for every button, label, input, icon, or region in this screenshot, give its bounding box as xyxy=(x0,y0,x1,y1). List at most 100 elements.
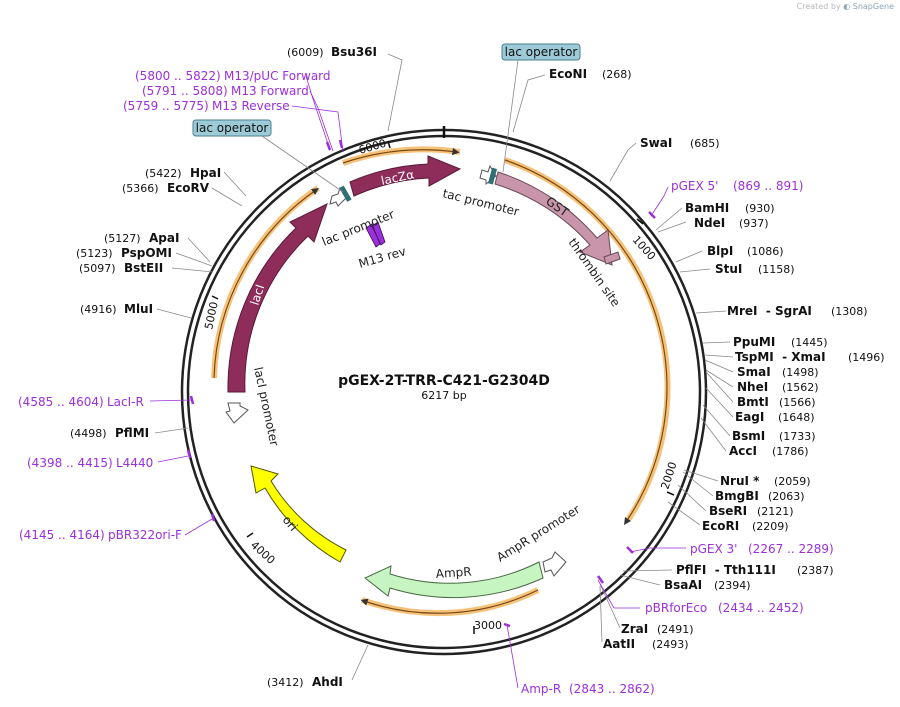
site-pos-hpai: (5422) xyxy=(145,167,182,180)
feature-label-ampr: AmpR xyxy=(435,565,472,581)
site-name-hpai: HpaI xyxy=(190,166,221,180)
site-name-nrui: NruI * xyxy=(720,474,760,488)
primer-range-l4440: (4398 .. 4415) xyxy=(27,456,113,470)
site-pos-bsmi: (1733) xyxy=(779,430,816,443)
site-name-bsaai: BsaAI xyxy=(664,578,702,592)
primer-name-pbr322ori-f: pBR322ori-F xyxy=(108,528,182,542)
orf-arc-ampr-line xyxy=(360,589,539,614)
primer-range-m13-forward: (5791 .. 5808) xyxy=(142,84,228,98)
site-name-ppumi: PpuMI xyxy=(733,335,775,349)
plasmid-name: pGEX-2T-TRR-C421-G2304D xyxy=(338,373,550,389)
feature-m13rev-icon xyxy=(365,221,386,248)
primer-range-amp-r: (2843 .. 2862) xyxy=(569,682,655,696)
primer-name-laci-r: LacI-R xyxy=(107,395,144,409)
feature-label-laci: lacI xyxy=(248,283,268,307)
site-pos-nhei: (1562) xyxy=(782,381,819,394)
primer-name-pbrforeco: pBRforEco xyxy=(645,601,707,615)
site-name-mlui: MluI xyxy=(124,302,153,316)
credit-brand: SnapGene xyxy=(852,2,894,11)
feature-laci-promoter-arrow xyxy=(225,402,249,424)
site-name-econi: EcoNI xyxy=(549,67,587,81)
site-name-bsu36i: Bsu36I xyxy=(331,45,377,59)
site-pos-stui: (1158) xyxy=(758,263,795,276)
site-name-eagi: EagI xyxy=(735,410,764,424)
feature-ori-arrow xyxy=(250,465,347,563)
primer-range-pbrforeco: (2434 .. 2452) xyxy=(718,601,804,615)
primer-leaders xyxy=(149,75,686,689)
site-pos-eagi: (1648) xyxy=(778,411,815,424)
snapgene-credit: Created by ◐ SnapGene xyxy=(797,2,894,11)
site-name-smai: SmaI xyxy=(737,365,771,379)
tick-label-2000: 2000 xyxy=(658,460,679,491)
site-pos-pflfi-tth111i: (2387) xyxy=(797,564,834,577)
position-ticks xyxy=(211,140,675,634)
site-pos-bmti: (1566) xyxy=(779,396,816,409)
site-pos-swai: (685) xyxy=(690,137,720,150)
tick-label-1000: 1000 xyxy=(630,233,658,263)
primer-name-pgex5: pGEX 5' xyxy=(671,179,718,193)
site-name-swai: SwaI xyxy=(640,136,672,150)
primer-name-m13-forward: M13 Forward xyxy=(231,84,309,98)
feature-gst-arrow xyxy=(494,171,613,266)
site-leaders xyxy=(154,53,734,681)
site-name-ahdi: AhdI xyxy=(312,675,343,689)
site-name-aatii: AatII xyxy=(603,637,635,651)
primer-range-m13-reverse: (5759 .. 5775) xyxy=(123,99,209,113)
feature-label-tac-promoter: tac promoter xyxy=(441,186,520,219)
primer-markers xyxy=(186,139,656,628)
feature-label-lacza: lacZα xyxy=(380,167,416,188)
feature-ampr-arrow xyxy=(364,561,544,599)
site-name-pflfi-tth111i: PflFI - Tth111I xyxy=(676,563,776,577)
site-name-bmgbi: BmgBI xyxy=(715,489,759,503)
site-pos-ppumi: (1445) xyxy=(791,336,828,349)
site-name-acci: AccI xyxy=(729,444,757,458)
site-pos-pflmi: (4498) xyxy=(70,427,107,440)
tick-label-5000: 5000 xyxy=(202,301,221,331)
callout-label-left: lac operator xyxy=(196,121,269,135)
feature-label-laci-promoter: lacI promoter xyxy=(251,366,281,448)
site-name-bsmi: BsmI xyxy=(732,429,765,443)
site-pos-smai: (1498) xyxy=(782,366,819,379)
feature-label-ampr-promoter: AmpR promoter xyxy=(494,502,582,564)
site-pos-zrai: (2491) xyxy=(657,623,694,636)
site-name-ecori: EcoRI xyxy=(702,519,739,533)
callout-label-right: lac operator xyxy=(505,45,578,59)
site-pos-bsaai: (2394) xyxy=(714,579,751,592)
orf-arc-gst-line xyxy=(504,159,668,525)
primer-name-pgex3: pGEX 3' xyxy=(690,542,737,556)
primer-range-pgex3: (2267 .. 2289) xyxy=(748,542,834,556)
site-pos-mrei-sgrai: (1308) xyxy=(831,305,868,318)
site-pos-bseri: (2121) xyxy=(757,505,794,518)
site-pos-ecori: (2209) xyxy=(752,520,789,533)
snapgene-logo-icon: ◐ xyxy=(843,2,851,11)
primer-range-laci-r: (4585 .. 4604) xyxy=(18,395,104,409)
site-name-stui: StuI xyxy=(715,262,742,276)
site-pos-ecorv: (5366) xyxy=(122,182,159,195)
site-pos-bmgbi: (2063) xyxy=(768,490,805,503)
site-name-bamhi: BamHI xyxy=(685,201,729,215)
site-pos-ahdi: (3412) xyxy=(267,676,304,689)
site-pos-acci: (1786) xyxy=(772,445,809,458)
site-name-blpi: BlpI xyxy=(707,244,733,258)
feature-thrombin-site xyxy=(603,251,621,265)
site-pos-bsteii: (5097) xyxy=(79,262,116,275)
site-name-bseri: BseRI xyxy=(709,504,747,518)
primer-name-m13puc-forward: M13/pUC Forward xyxy=(224,69,331,83)
primer-name-l4440: L4440 xyxy=(116,456,153,470)
site-pos-pspomi: (5123) xyxy=(76,247,113,260)
callout-lac-operator-left: lac operator xyxy=(192,119,344,193)
site-pos-blpi: (1086) xyxy=(747,245,784,258)
primer-name-amp-r: Amp-R xyxy=(521,682,561,696)
site-pos-tspmi-xmai: (1496) xyxy=(848,351,885,364)
site-name-bsteii: BstEII xyxy=(124,261,163,275)
site-pos-econi: (268) xyxy=(602,68,632,81)
site-name-pflmi: PflMI xyxy=(115,426,149,440)
site-pos-nrui: (2059) xyxy=(774,475,811,488)
feature-lac-operator-right xyxy=(487,167,497,185)
primer-range-pgex5: (869 .. 891) xyxy=(733,179,803,193)
site-name-ndei: NdeI xyxy=(694,216,725,230)
site-name-tspmi-xmai: TspMI - XmaI xyxy=(735,350,826,364)
feature-label-m13rev: M13 rev xyxy=(357,244,408,271)
site-name-nhei: NheI xyxy=(737,380,768,394)
